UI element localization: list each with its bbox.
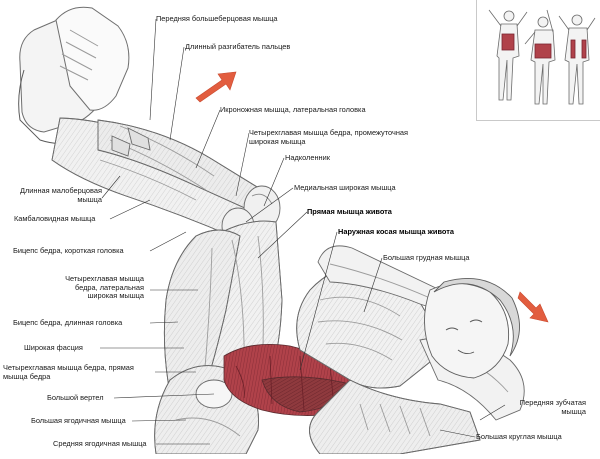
label-biceps-femoris-short: Бицепс бедра, короткая головка [13,246,124,255]
shoes [18,6,130,145]
label-serratus-anterior: Передняя зубчатая мышца [519,398,586,416]
label-fascia-lata: Широкая фасция [24,343,83,352]
label-tibialis-anterior: Передняя большеберцовая мышца [156,14,278,23]
figure-side [524,9,556,105]
label-greater-trochanter: Большой вертел [47,393,104,402]
leader-lines-left [100,175,215,445]
label-biceps-femoris-long: Бицепс бедра, длинная головка [13,318,123,327]
head [424,277,520,379]
label-pectoralis-major: Большая грудная мышца [383,253,470,262]
standing-figures [488,9,596,105]
label-teres-major: Большая круглая мышца [476,432,562,441]
label-patella: Надколенник [285,153,330,162]
label-extensor-digitorum-longus: Длинный разгибатель пальцев [185,42,291,51]
label-gluteus-medius: Средняя ягодичная мышца [53,439,147,448]
label-vastus-lateralis: Четырехглавая мышца бедра, латеральная ш… [65,274,144,301]
label-rectus-abdominis: Прямая мышца живота [307,207,392,216]
label-external-oblique: Наружная косая мышца живота [338,227,454,236]
label-rectus-femoris: Четырехглавая мышца бедра, прямая мышца … [3,363,134,381]
figure-front [488,9,528,101]
inset-figures [476,0,600,121]
label-peroneus-longus: Длинная малоберцовая мышца [19,186,102,204]
label-vastus-intermedius: Четырехглавая мышца бедра, промежуточная… [249,128,409,146]
torso [296,265,481,455]
figure-back [558,14,596,105]
direction-arrow-icon [195,71,237,103]
label-soleus: Камбаловидная мышца [14,214,96,223]
leader-lines [149,18,506,438]
direction-arrow-icon [517,291,549,323]
label-gastrocnemius-lateral: Икроножная мышца, латеральная головка [220,105,366,114]
label-vastus-medialis: Медиальная широкая мышца [294,183,396,192]
label-gluteus-maximus: Большая ягодичная мышца [31,416,126,425]
